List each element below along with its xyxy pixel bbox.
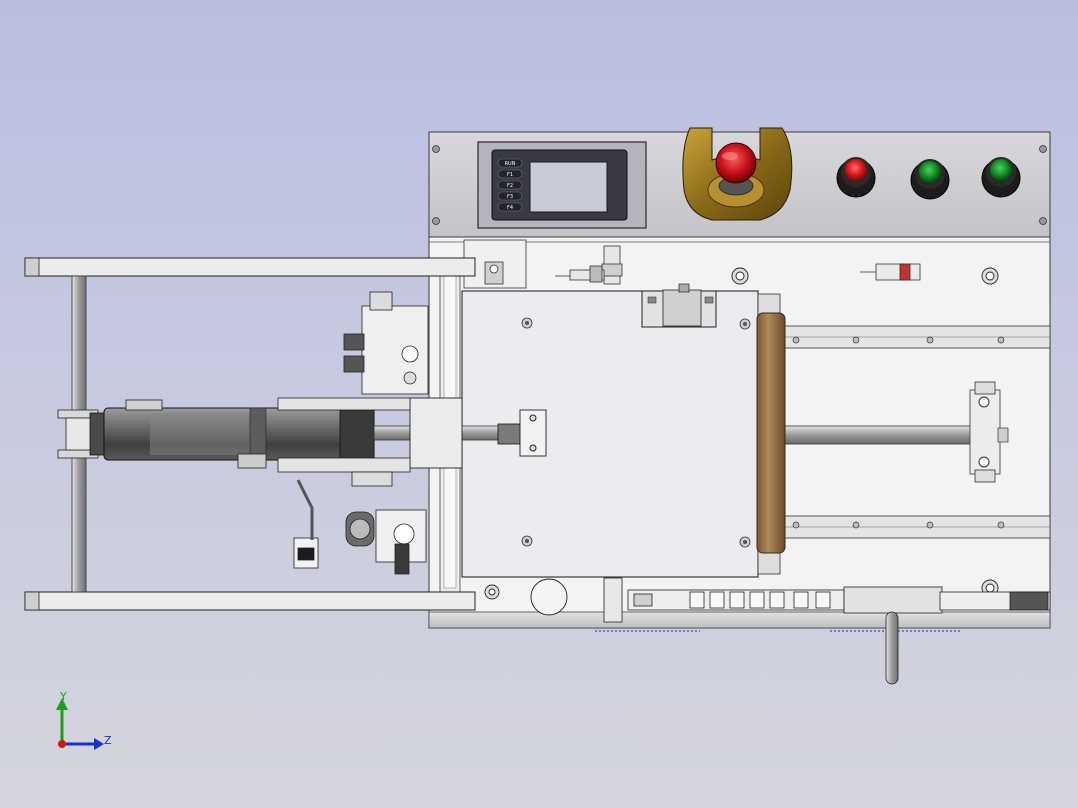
hmi-keys[interactable]: RUN F1 F2 F3 F4 xyxy=(497,158,523,212)
z-axis-label: Z xyxy=(104,734,112,747)
start-button[interactable] xyxy=(910,159,950,200)
right-rod-bracket xyxy=(969,381,1009,483)
stop-button[interactable] xyxy=(836,157,876,198)
bottom-sensor-rail xyxy=(603,577,1051,685)
hmi-touch-panel[interactable]: RUN F1 F2 F3 F4 xyxy=(477,141,647,229)
hmi-key-label: F2 xyxy=(507,183,513,189)
emergency-stop-button[interactable] xyxy=(682,127,793,221)
reset-button[interactable] xyxy=(981,157,1021,198)
panel-screws xyxy=(432,145,1047,225)
hmi-screen[interactable] xyxy=(529,161,608,213)
linear-guide-rails xyxy=(784,325,1051,539)
hmi-key-label: F4 xyxy=(507,205,513,211)
triad-origin xyxy=(58,740,66,748)
emergency-stop-cap[interactable] xyxy=(715,142,757,184)
hmi-key-label: F3 xyxy=(507,194,513,200)
hmi-key-label: F1 xyxy=(507,172,513,178)
right-piston-rod xyxy=(781,425,983,445)
y-axis-label: Y xyxy=(59,690,67,703)
hmi-key-label: RUN xyxy=(505,161,516,167)
top-clamp-block xyxy=(641,283,717,328)
valve-assembly xyxy=(237,291,429,575)
outrigger-frame xyxy=(24,257,476,611)
pressing-roller xyxy=(756,293,786,575)
upper-fittings xyxy=(463,239,921,289)
coordinate-triad: Y Z xyxy=(56,690,112,750)
